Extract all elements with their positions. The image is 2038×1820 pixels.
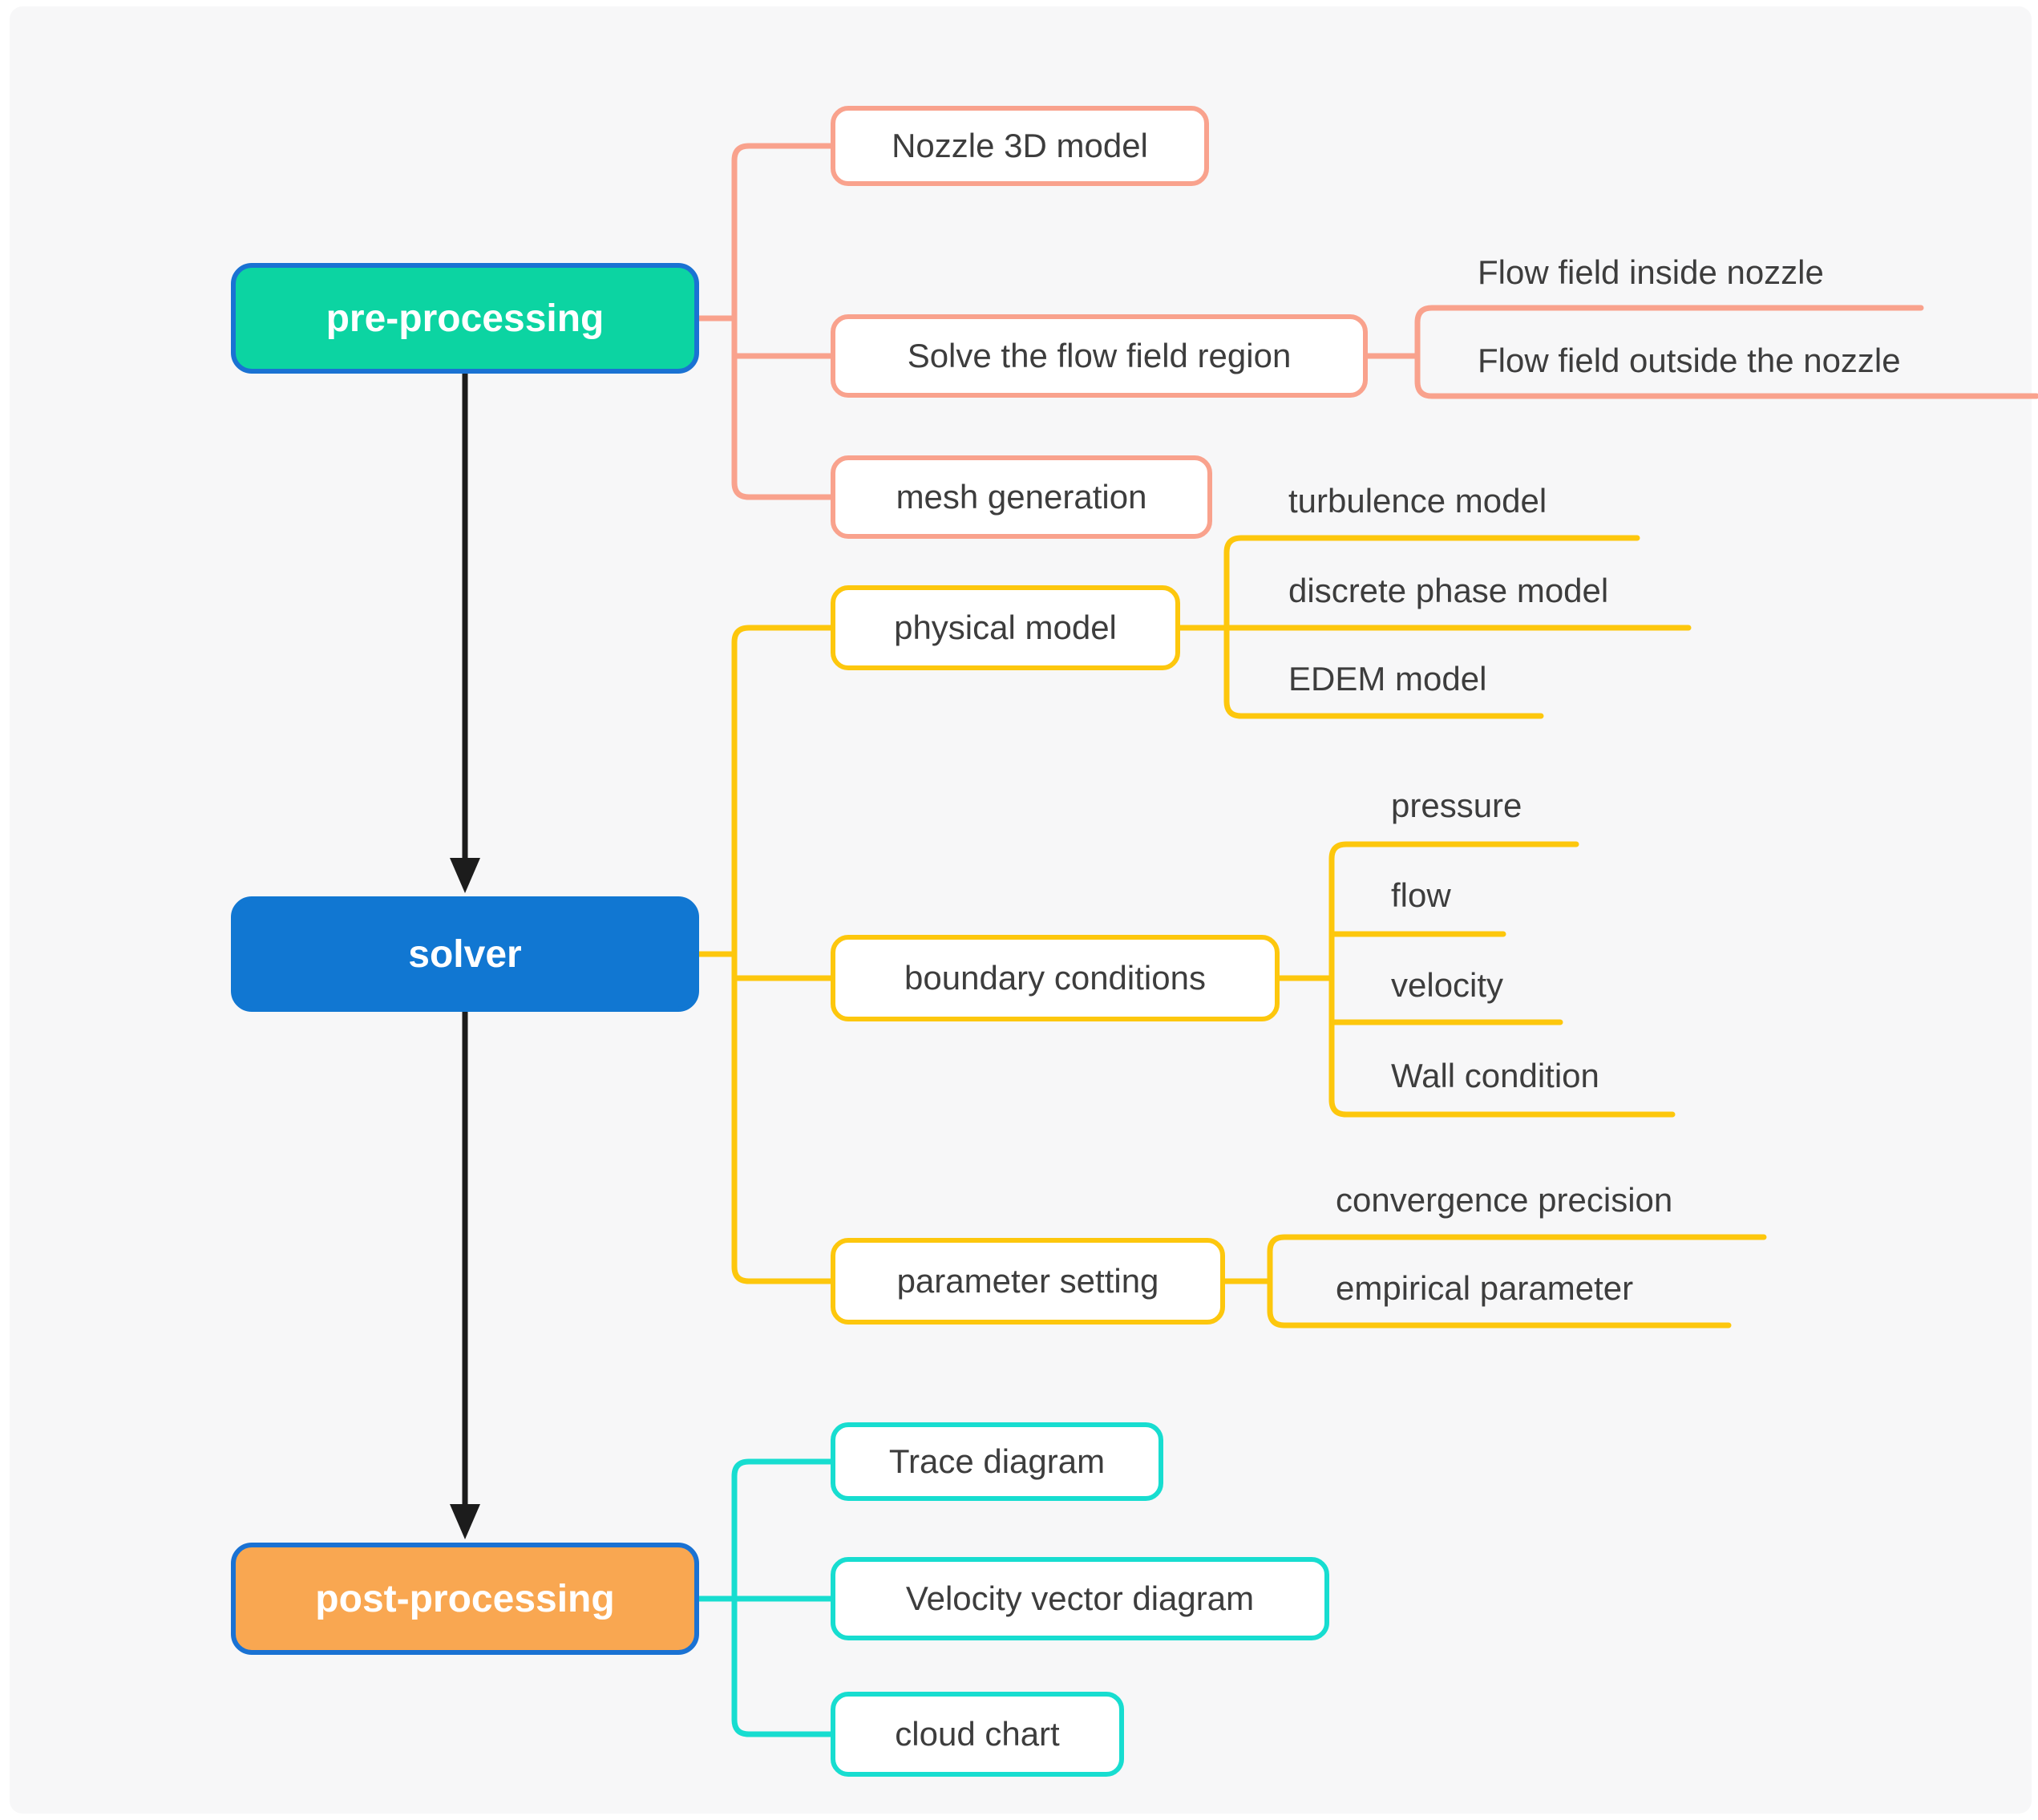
node-nozzle-3d-model: Nozzle 3D model [831, 106, 1209, 186]
node-velocity-vector-diagram: Velocity vector diagram [831, 1557, 1329, 1640]
node-cloud-chart: cloud chart [831, 1692, 1124, 1777]
node-parameter-setting: parameter setting [831, 1238, 1225, 1325]
leaf-empirical-parameter: empirical parameter [1336, 1269, 1634, 1307]
node-solver: solver [231, 896, 699, 1012]
node-solve-flow-field-region: Solve the flow field region [831, 314, 1368, 398]
leaf-convergence-precision: convergence precision [1336, 1181, 1673, 1219]
leaf-flow-field-outside-nozzle: Flow field outside the nozzle [1478, 342, 1901, 379]
node-mesh-generation: mesh generation [831, 455, 1212, 539]
node-trace-diagram: Trace diagram [831, 1422, 1163, 1501]
leaf-velocity: velocity [1391, 966, 1504, 1004]
node-pre-processing: pre-processing [231, 263, 699, 374]
leaf-discrete-phase-model: discrete phase model [1288, 572, 1609, 609]
node-physical-model: physical model [831, 585, 1180, 670]
arrow-solver-to-post-head [450, 1504, 480, 1539]
leaf-pressure: pressure [1391, 787, 1522, 824]
connector-boundary-leaves [1328, 841, 1676, 1118]
connector-solve-leaves [1414, 305, 2038, 399]
leaf-wall-condition: Wall condition [1391, 1057, 1599, 1094]
leaf-flow-field-inside-nozzle: Flow field inside nozzle [1478, 253, 1824, 291]
leaf-turbulence-model: turbulence model [1288, 482, 1547, 520]
node-boundary-conditions: boundary conditions [831, 935, 1280, 1021]
connector-pre-bracket [731, 143, 834, 500]
leaf-flow: flow [1391, 876, 1451, 914]
arrow-pre-to-solver-head [450, 858, 480, 893]
connector-parameter-leaves [1267, 1234, 1767, 1329]
leaf-edem-model: EDEM model [1288, 660, 1487, 698]
node-post-processing: post-processing [231, 1543, 699, 1655]
connector-solver-bracket [731, 625, 834, 1284]
